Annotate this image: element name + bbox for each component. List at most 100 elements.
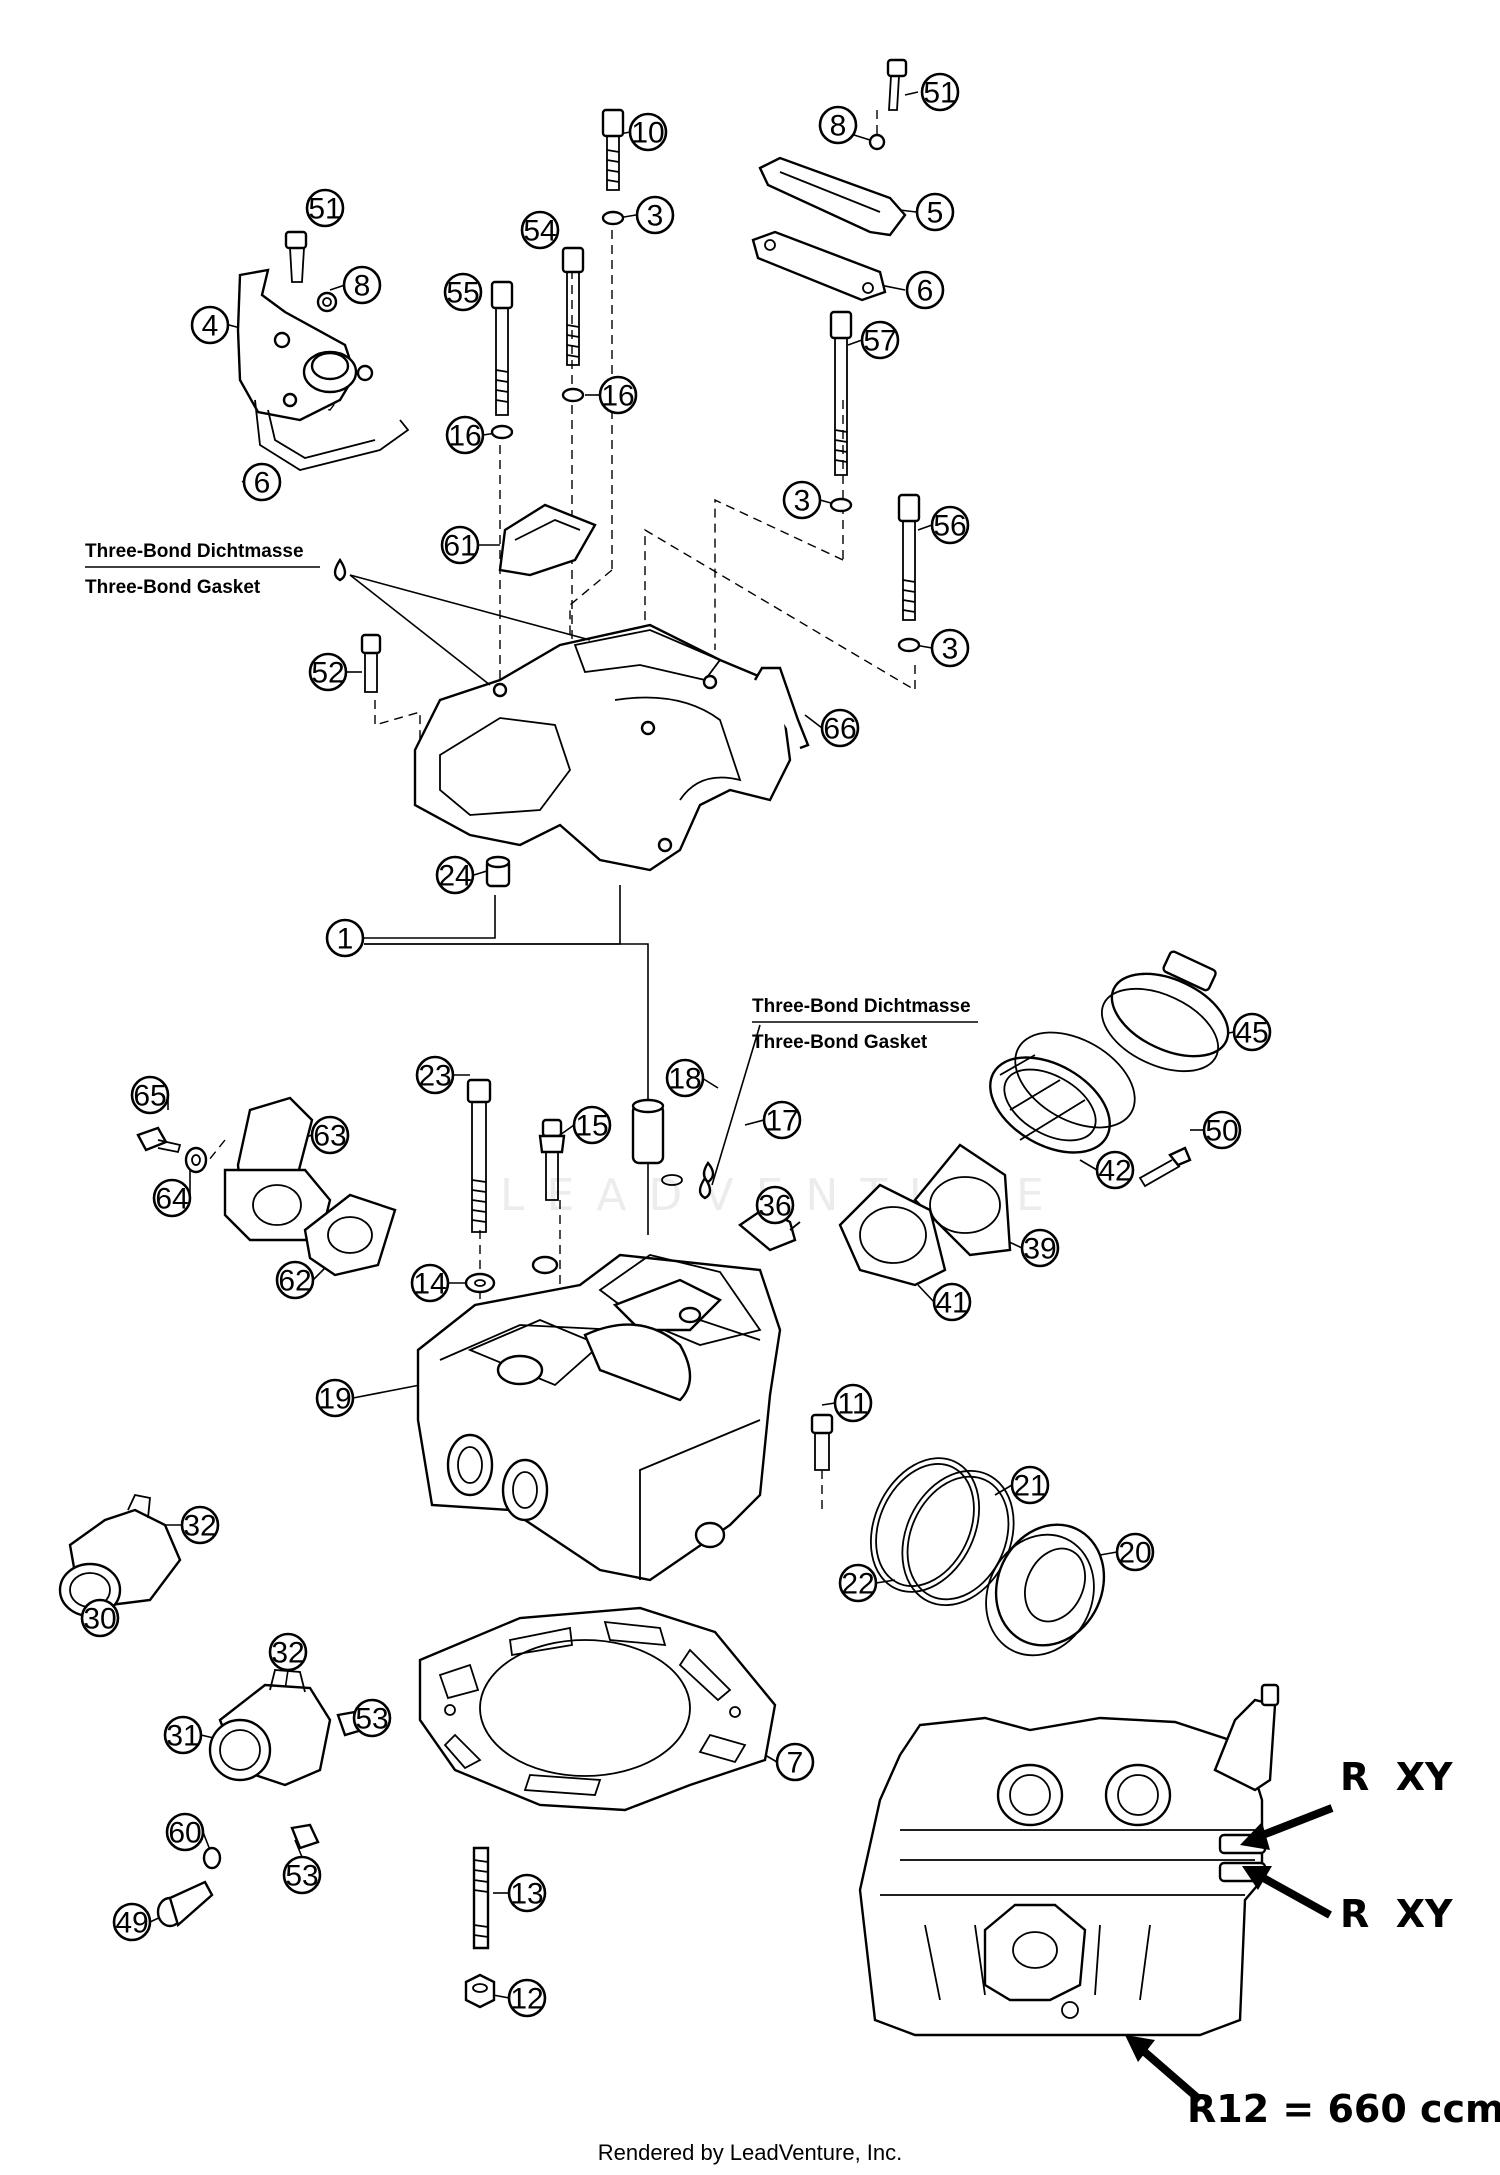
o-ring-22 (869, 1457, 981, 1593)
callout-c32b: 32 (268, 1632, 308, 1672)
callout-circle (820, 708, 860, 748)
callout-circle (572, 1105, 612, 1145)
callout-number: 65 (133, 1080, 166, 1113)
callout-circle (1202, 1110, 1242, 1150)
callout-number: 3 (942, 633, 959, 666)
callout-number: 21 (1013, 1470, 1046, 1503)
callout-circle (932, 1282, 972, 1322)
callout-circle (782, 480, 822, 520)
intake-boot-42 (989, 1031, 1136, 1154)
callout-number: 51 (308, 193, 341, 226)
callout-circle (315, 1378, 355, 1418)
callout-number: 8 (354, 270, 371, 303)
elbow-63 (223, 1096, 332, 1242)
callout-number: 13 (510, 1878, 543, 1911)
part-61 (498, 503, 597, 577)
inset-label-lower: R XY (1340, 1892, 1453, 1936)
callout-c16a: 16 (598, 375, 638, 415)
callout-circle (1010, 1465, 1050, 1505)
callout-c57: 57 (860, 320, 900, 360)
callout-c45: 45 (1232, 1012, 1272, 1052)
callout-circle (410, 1263, 450, 1303)
callout-circle (507, 1873, 547, 1913)
callout-circle (833, 1383, 873, 1423)
callout-circle (838, 1563, 878, 1603)
callout-number: 14 (413, 1268, 446, 1301)
callout-circle (163, 1715, 203, 1755)
callout-c13: 13 (507, 1873, 547, 1913)
callout-circle (915, 192, 955, 232)
gasket-62 (303, 1193, 397, 1277)
callout-number: 45 (1235, 1017, 1268, 1050)
footer-credit: Rendered by LeadVenture, Inc. (597, 2140, 903, 2165)
callout-circle (275, 1260, 315, 1300)
sleeve-18 (631, 1098, 683, 1186)
bolt-50 (1138, 1146, 1192, 1188)
callout-c52: 52 (308, 652, 348, 692)
callout-c5: 5 (915, 192, 955, 232)
callout-circle (325, 918, 365, 958)
callout-number: 15 (575, 1110, 608, 1143)
callout-circle (818, 105, 858, 145)
callout-number: 1 (337, 923, 354, 956)
callout-number: 16 (601, 380, 634, 413)
callout-circle (268, 1632, 308, 1672)
callout-c60: 60 (165, 1812, 205, 1852)
callout-number: 4 (202, 310, 219, 343)
callout-circle (342, 265, 382, 305)
callout-c7: 7 (775, 1742, 815, 1782)
callout-c30: 30 (80, 1598, 120, 1638)
callout-circle (305, 188, 345, 228)
sealant-drop-symbols (333, 557, 761, 1200)
callout-circle (1232, 1012, 1272, 1052)
callout-number: 52 (311, 657, 344, 690)
inset-engine-illustration (858, 1683, 1280, 2037)
callout-c49: 49 (112, 1902, 152, 1942)
callout-number: 62 (278, 1265, 311, 1298)
callout-circle (930, 628, 970, 668)
washer-60 (202, 1846, 222, 1870)
callout-number: 10 (631, 117, 664, 150)
callout-c32a: 32 (180, 1505, 220, 1545)
callout-c56: 56 (930, 505, 970, 545)
inset-label-upper: R XY (1340, 1755, 1453, 1799)
stud-13 (472, 1846, 490, 1950)
callout-c36: 36 (755, 1185, 795, 1225)
callout-circle (598, 375, 638, 415)
callout-c41: 41 (932, 1282, 972, 1322)
nut-12 (464, 1973, 496, 2009)
bolt-56 (897, 493, 921, 653)
callout-number: 63 (313, 1120, 346, 1153)
callout-number: 66 (823, 713, 856, 746)
callout-c65: 65 (130, 1075, 170, 1115)
callout-number: 32 (183, 1510, 216, 1543)
callout-c39: 39 (1020, 1228, 1060, 1268)
callout-c12: 12 (507, 1978, 547, 2018)
callout-circle (80, 1598, 120, 1638)
callout-circle (860, 320, 900, 360)
callout-number: 6 (917, 275, 934, 308)
callout-circle (308, 652, 348, 692)
washer-64 (184, 1146, 208, 1174)
callout-number: 54 (523, 215, 556, 248)
callout-circle (507, 1978, 547, 2018)
callout-number: 56 (933, 510, 966, 543)
callout-circle (628, 112, 668, 152)
callout-c23: 23 (415, 1055, 455, 1095)
callout-c53a: 53 (352, 1698, 392, 1738)
callout-number: 19 (318, 1383, 351, 1416)
callout-number: 55 (446, 277, 479, 310)
bolt-65 (136, 1126, 182, 1154)
callout-number: 8 (830, 110, 847, 143)
callout-number: 16 (448, 420, 481, 453)
callout-c61: 61 (440, 525, 480, 565)
stud-23 (466, 1078, 492, 1233)
callout-number: 3 (794, 485, 811, 518)
callout-circle (930, 505, 970, 545)
part-17 (702, 1160, 715, 1184)
callout-circle (920, 72, 960, 112)
callout-number: 42 (1098, 1155, 1131, 1188)
head-gasket-7 (418, 1606, 777, 1812)
callout-number: 31 (166, 1720, 199, 1753)
